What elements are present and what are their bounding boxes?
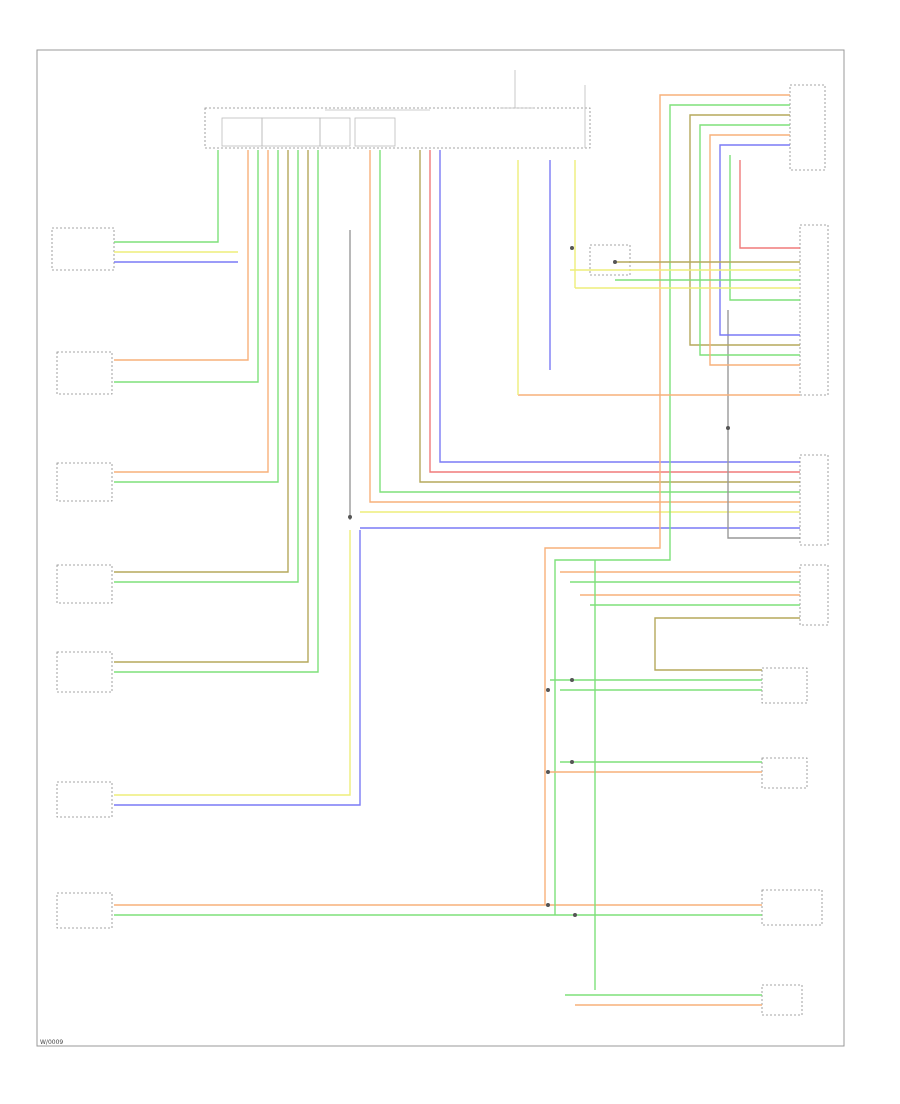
component-box <box>56 462 113 502</box>
wire <box>114 150 259 383</box>
wire <box>739 160 800 249</box>
splice-dot <box>726 426 730 430</box>
component-box <box>56 564 113 604</box>
wire <box>114 530 361 806</box>
wire <box>699 124 800 356</box>
splice-dot <box>570 760 574 764</box>
gateway-module <box>204 107 591 149</box>
component-box <box>56 781 113 818</box>
wire <box>369 150 800 503</box>
component-box <box>761 984 803 1016</box>
component-box <box>761 889 823 926</box>
wire-network <box>114 94 800 1006</box>
component-box <box>799 564 829 626</box>
wire <box>729 155 800 301</box>
splice-dot <box>546 688 550 692</box>
wire <box>439 150 800 463</box>
component-box <box>51 227 115 271</box>
diagram-id: W/0009 <box>40 1039 63 1046</box>
wire <box>114 150 299 583</box>
wire <box>689 114 800 346</box>
wire <box>379 150 800 493</box>
component-box <box>799 224 829 396</box>
left-components <box>51 227 115 929</box>
splice-dot <box>546 770 550 774</box>
diagram-frame <box>36 49 845 1047</box>
wire <box>114 150 249 361</box>
splice-dot <box>570 246 574 250</box>
wire <box>727 310 800 539</box>
component-box <box>761 667 808 704</box>
splice-dot <box>546 903 550 907</box>
splice-points <box>348 246 730 917</box>
splice-dot <box>573 913 577 917</box>
wire <box>429 150 800 473</box>
component-box <box>799 454 829 546</box>
wire <box>114 530 351 796</box>
right-components <box>589 84 829 1016</box>
component-box <box>789 84 826 171</box>
wire <box>114 150 279 483</box>
wire <box>544 94 790 905</box>
wire <box>114 150 289 573</box>
wire <box>114 150 269 473</box>
splice-dot <box>613 260 617 264</box>
component-box <box>56 351 113 395</box>
wire <box>419 150 800 483</box>
component-box <box>56 892 113 929</box>
wire <box>654 617 800 671</box>
component-box <box>56 651 113 693</box>
wire <box>114 150 309 663</box>
power-feed <box>500 70 586 148</box>
wire <box>719 144 800 336</box>
splice-dot <box>348 515 352 519</box>
component-box <box>761 757 808 789</box>
splice-dot <box>570 678 574 682</box>
wire <box>709 134 800 366</box>
wire <box>114 150 319 673</box>
wire <box>114 150 219 243</box>
wire <box>554 104 790 915</box>
